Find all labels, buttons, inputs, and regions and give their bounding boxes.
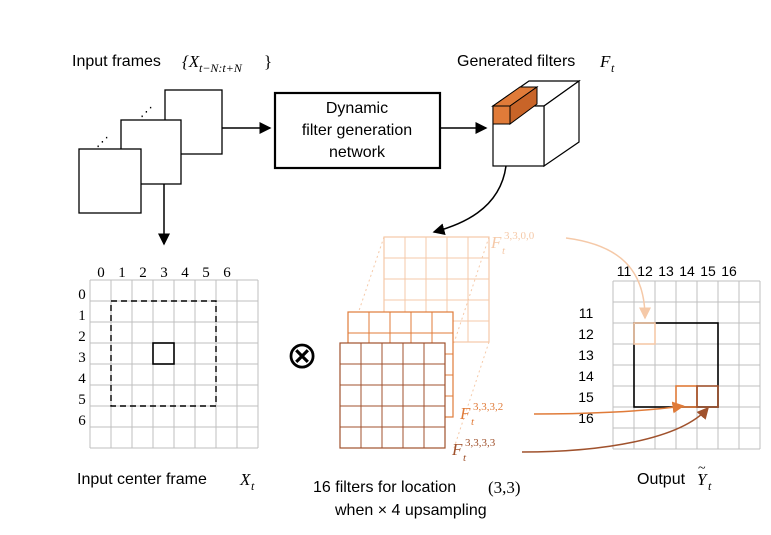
row-tick: 14 bbox=[578, 368, 594, 384]
filter-label-sub: t bbox=[463, 452, 467, 464]
col-tick: 12 bbox=[637, 263, 653, 279]
input-grid-row-ticks: 0 1 2 3 4 5 6 bbox=[78, 287, 86, 429]
col-tick: 0 bbox=[97, 265, 105, 281]
output-label: Output Y ~ t bbox=[637, 461, 712, 493]
input-center-math: X bbox=[239, 470, 251, 489]
row-tick: 12 bbox=[578, 326, 594, 342]
output-math: Y bbox=[697, 470, 708, 489]
filter-label-3300: F 3,3,0,0 t bbox=[490, 230, 535, 257]
input-grid-col-ticks: 0 1 2 3 4 5 6 bbox=[97, 265, 231, 281]
dots-bottom: ⋰ bbox=[96, 134, 109, 149]
row-tick: 15 bbox=[578, 389, 594, 405]
dfgn-box: Dynamic filter generation network bbox=[273, 91, 442, 170]
row-tick: 4 bbox=[78, 371, 86, 387]
filters-caption-line1: 16 filters for location bbox=[313, 479, 456, 496]
filter-label-base: F bbox=[459, 404, 471, 423]
row-tick: 6 bbox=[78, 413, 86, 429]
col-tick: 14 bbox=[679, 263, 695, 279]
filter-3333 bbox=[339, 342, 446, 449]
output-cell-0-0 bbox=[633, 322, 656, 345]
input-center-label: Input center frame X t bbox=[77, 470, 255, 493]
output-sub: t bbox=[708, 479, 712, 493]
filter-label-sup: 3,3,3,2 bbox=[473, 401, 503, 413]
generated-filters-label: Generated filters F t bbox=[457, 52, 615, 75]
dfgn-line2: filter generation bbox=[302, 122, 412, 139]
filter-label-sub: t bbox=[471, 416, 475, 428]
col-tick: 4 bbox=[181, 265, 189, 281]
col-tick: 1 bbox=[118, 265, 126, 281]
cube-column-front bbox=[492, 105, 511, 125]
filter-label-sub: t bbox=[502, 245, 506, 257]
output-grid-row-ticks: 11 12 13 14 15 16 bbox=[578, 305, 594, 426]
filters-caption: 16 filters for location (3,3) when × 4 u… bbox=[313, 478, 521, 519]
filter-label-sup: 3,3,0,0 bbox=[504, 230, 535, 242]
filter-label-3332: F 3,3,3,2 t bbox=[459, 401, 503, 428]
arrow-cube-to-filters bbox=[432, 165, 507, 236]
row-tick: 5 bbox=[78, 392, 86, 408]
input-frames-label: Input frames {X t−N:t+N } bbox=[72, 52, 272, 75]
col-tick: 15 bbox=[700, 263, 716, 279]
input-frames-math: {X bbox=[182, 52, 200, 71]
output-grid-col-ticks: 11 12 13 14 15 16 bbox=[617, 263, 737, 279]
frame-front bbox=[78, 148, 142, 214]
convolution-symbol: ⊗ bbox=[286, 335, 318, 377]
input-center-text: Input center frame bbox=[77, 471, 207, 488]
dfgn-line3: network bbox=[329, 144, 386, 161]
filter-label-sup: 3,3,3,3 bbox=[465, 437, 496, 449]
dfgn-rect bbox=[273, 91, 442, 170]
col-tick: 16 bbox=[721, 263, 737, 279]
filters-caption-loc: (3,3) bbox=[488, 478, 521, 497]
stack-guide bbox=[453, 236, 490, 344]
dfgn-line1: Dynamic bbox=[326, 100, 388, 117]
output-cell-3-3 bbox=[696, 385, 719, 408]
generated-filters-sub: t bbox=[611, 61, 615, 75]
filter-cube bbox=[491, 79, 581, 168]
output-tilde: ~ bbox=[698, 461, 706, 476]
arrow-3332-to-output bbox=[533, 401, 685, 415]
filter-label-3333: F 3,3,3,3 t bbox=[451, 437, 496, 464]
filter-label-base: F bbox=[451, 440, 463, 459]
row-tick: 3 bbox=[78, 350, 86, 366]
generated-filters-math: F bbox=[599, 52, 611, 71]
row-tick: 13 bbox=[578, 347, 594, 363]
filter-frame bbox=[339, 342, 446, 449]
row-tick: 1 bbox=[78, 308, 86, 324]
dots-top: ⋰ bbox=[140, 104, 153, 119]
arrow-3300-to-output bbox=[565, 237, 651, 320]
input-frames-sub: t−N:t+N bbox=[199, 61, 243, 75]
row-tick: 2 bbox=[78, 329, 86, 345]
stack-guide bbox=[347, 236, 385, 344]
input-frames-stack: ⋰ ⋰ bbox=[78, 89, 223, 214]
col-tick: 6 bbox=[223, 265, 231, 281]
row-tick: 0 bbox=[78, 287, 86, 303]
input-frames-close: } bbox=[264, 52, 272, 71]
col-tick: 13 bbox=[658, 263, 674, 279]
center-pixel-box bbox=[152, 342, 175, 365]
input-center-sub: t bbox=[251, 479, 255, 493]
row-tick: 11 bbox=[579, 305, 594, 321]
stack-guide bbox=[453, 341, 490, 449]
filter-stack bbox=[339, 236, 490, 449]
output-text: Output bbox=[637, 471, 686, 488]
col-tick: 5 bbox=[202, 265, 210, 281]
filters-caption-line2: when × 4 upsampling bbox=[334, 502, 487, 519]
generated-filters-text: Generated filters bbox=[457, 53, 575, 70]
input-frames-text: Input frames bbox=[72, 53, 161, 70]
arrow-3333-to-output bbox=[521, 406, 709, 453]
receptive-field-box bbox=[110, 300, 217, 407]
col-tick: 11 bbox=[617, 263, 632, 279]
output-cell-3-2 bbox=[675, 385, 698, 408]
col-tick: 3 bbox=[160, 265, 168, 281]
filter-label-base: F bbox=[490, 233, 502, 252]
col-tick: 2 bbox=[139, 265, 147, 281]
